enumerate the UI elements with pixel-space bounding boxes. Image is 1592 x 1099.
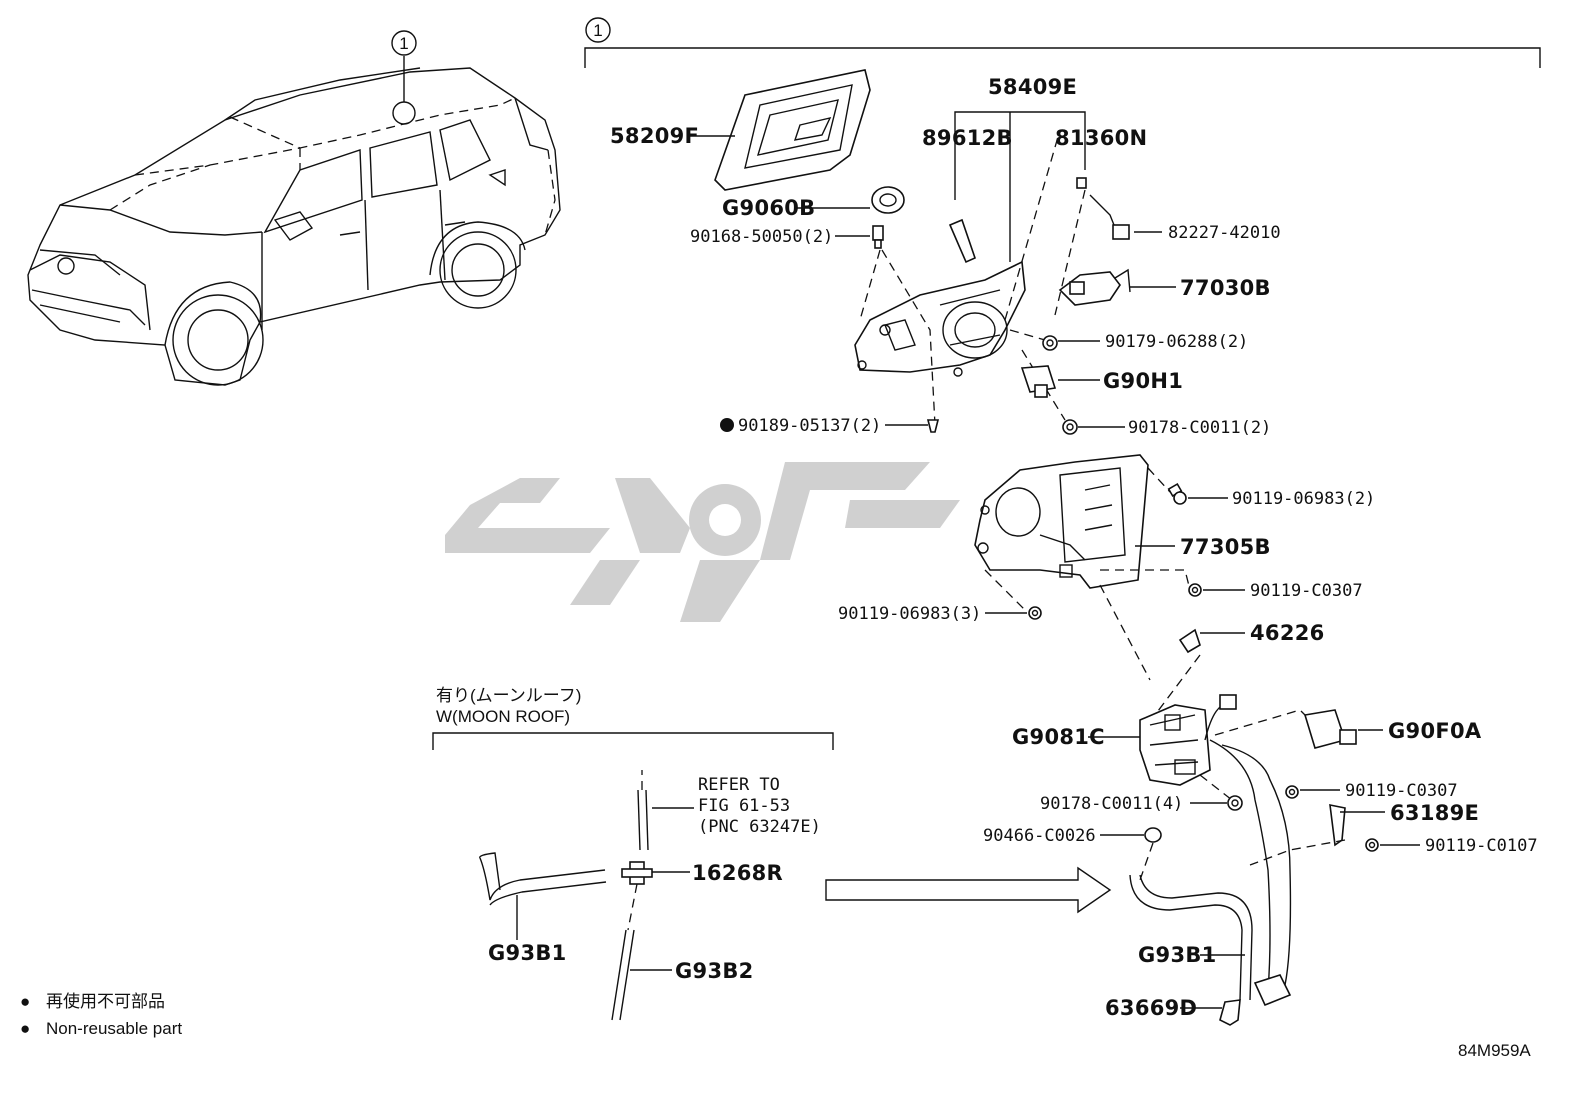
- sensor-G90F0A: [1303, 709, 1357, 749]
- label-90189-05137: 90189-05137(2): [738, 416, 881, 436]
- label-G90F0A: G90F0A: [1388, 719, 1482, 743]
- connector-82227: [1076, 177, 1130, 240]
- actuator-77030B: [1058, 268, 1131, 306]
- nut-90179: [1042, 335, 1058, 351]
- label-77030B: 77030B: [1180, 276, 1271, 300]
- figure-code: 84M959A: [1458, 1041, 1531, 1060]
- label-16268R: 16268R: [692, 861, 783, 885]
- label-90119-06983-2: 90119-06983(2): [1232, 489, 1375, 509]
- legend-text-jp: 再使用不可部品: [46, 991, 165, 1011]
- bolt-90119-06983-2: [1167, 482, 1187, 505]
- label-90168-50050: 90168-50050(2): [690, 227, 833, 247]
- variant-label-jp: 有り(ムーンルーフ): [436, 686, 581, 705]
- nut-90178-a: [1062, 419, 1078, 435]
- label-90119-C0307-a: 90119-C0307: [1250, 581, 1363, 601]
- group-bracket-number: 1: [593, 21, 602, 40]
- assembly-arrow: [825, 866, 1112, 914]
- watermark-logo: [445, 462, 960, 622]
- legend-text-en: Non-reusable part: [46, 1019, 182, 1038]
- fuel-cap-part: [871, 186, 905, 214]
- label-58209F: 58209F: [610, 124, 699, 148]
- label-90119-C0107: 90119-C0107: [1425, 836, 1538, 856]
- joint-16268R: [621, 861, 653, 885]
- label-G93B1-right: G93B1: [1138, 943, 1217, 967]
- refer-note-line3: (PNC 63247E): [698, 817, 821, 837]
- fuel-door-housing: [854, 260, 1026, 377]
- bolt-90119-C0307-a: [1188, 583, 1202, 597]
- vehicle-illustration: 1: [27, 30, 561, 386]
- label-81360N: 81360N: [1055, 126, 1147, 150]
- label-89612B: 89612B: [922, 126, 1013, 150]
- clip-63669D: [1219, 999, 1241, 1026]
- grommet-90466: [1144, 827, 1162, 843]
- nut-90178-b: [1227, 795, 1243, 811]
- module-77305B: [974, 454, 1149, 589]
- label-82227-42010: 82227-42010: [1168, 223, 1281, 243]
- label-46226: 46226: [1250, 621, 1325, 645]
- bracket-63189E: [1329, 803, 1346, 847]
- bolt-90119-C0107: [1365, 838, 1379, 852]
- lock-G9081C: [1139, 704, 1211, 786]
- label-90178-C0011-4: 90178-C0011(4): [1040, 794, 1183, 814]
- legend-symbol-jp: ●: [20, 992, 30, 1011]
- refer-note-line2: FIG 61-53: [698, 796, 790, 816]
- label-63189E: 63189E: [1390, 801, 1479, 825]
- sensor-89612B: [948, 218, 976, 264]
- bracket-46226: [1178, 628, 1201, 654]
- label-77305B: 77305B: [1180, 535, 1271, 559]
- legend-symbol-en: ●: [20, 1019, 30, 1038]
- group-bracket: 1: [584, 17, 1541, 68]
- label-90466-C0026: 90466-C0026: [983, 826, 1096, 846]
- label-58409E: 58409E: [988, 75, 1077, 99]
- variant-label-en: W(MOON ROOF): [436, 707, 570, 726]
- label-90178-C0011-2: 90178-C0011(2): [1128, 418, 1271, 438]
- non-reusable-marker: [720, 418, 734, 432]
- label-G93B1-left: G93B1: [488, 941, 567, 965]
- callout-number-car: 1: [399, 34, 408, 53]
- label-G9081C: G9081C: [1012, 725, 1105, 749]
- label-G90H1: G90H1: [1103, 369, 1183, 393]
- bolt-90119-C0307-b: [1285, 785, 1299, 799]
- switch-G90H1: [1020, 365, 1057, 398]
- refer-note-line1: REFER TO: [698, 775, 780, 795]
- label-90179-06288: 90179-06288(2): [1105, 332, 1248, 352]
- label-G9060B: G9060B: [722, 196, 816, 220]
- clip-90189: [926, 419, 940, 433]
- label-90119-C0307-b: 90119-C0307: [1345, 781, 1458, 801]
- label-90119-06983-3: 90119-06983(3): [838, 604, 981, 624]
- bolt-90119-06983-3: [1028, 606, 1042, 620]
- fuel-lid-part: [714, 69, 871, 191]
- label-63669D: 63669D: [1105, 996, 1197, 1020]
- screw-90168: [872, 225, 884, 249]
- label-G93B2: G93B2: [675, 959, 754, 983]
